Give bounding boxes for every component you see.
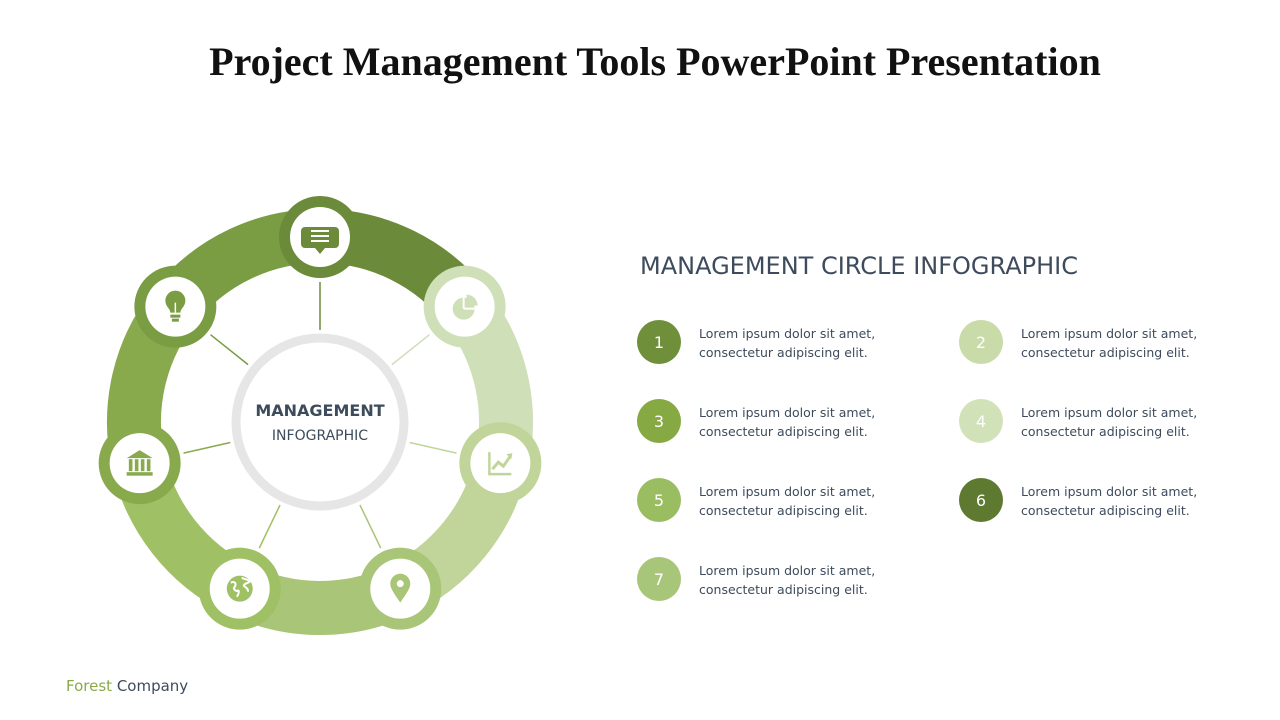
item-line-1: Lorem ipsum dolor sit amet,: [699, 405, 876, 420]
center-subtitle: INFOGRAPHIC: [271, 428, 369, 444]
item-line-1: Lorem ipsum dolor sit amet,: [1021, 405, 1198, 420]
item-line-1: Lorem ipsum dolor sit amet,: [699, 326, 876, 341]
diagram-node: [134, 265, 217, 348]
item-line-1: Lorem ipsum dolor sit amet,: [699, 563, 876, 578]
item-line-1: Lorem ipsum dolor sit amet,: [1021, 326, 1198, 341]
number-badge: 1: [637, 320, 681, 364]
center-title: MANAGEMENT: [255, 401, 385, 420]
management-circle-diagram: [98, 196, 542, 635]
item-line-1: Lorem ipsum dolor sit amet,: [1021, 484, 1198, 499]
number-badge: 4: [959, 399, 1003, 443]
line-chart-icon: [488, 452, 513, 476]
number-badge: 7: [637, 557, 681, 601]
lightbulb-icon: [165, 290, 186, 322]
item-description: Lorem ipsum dolor sit amet, consectetur …: [1021, 403, 1261, 441]
spoke-line: [409, 441, 457, 454]
brand-part-2: Company: [112, 677, 189, 695]
item-line-2: consectetur adipiscing elit.: [1021, 503, 1190, 518]
item-line-2: consectetur adipiscing elit.: [1021, 424, 1190, 439]
spoke-line: [391, 334, 430, 366]
list-item: 6 Lorem ipsum dolor sit amet, consectetu…: [959, 478, 1259, 524]
item-line-2: consectetur adipiscing elit.: [699, 582, 868, 597]
item-line-2: consectetur adipiscing elit.: [1021, 345, 1190, 360]
list-item: 7 Lorem ipsum dolor sit amet, consectetu…: [637, 557, 937, 603]
list-item: 5 Lorem ipsum dolor sit amet, consectetu…: [637, 478, 937, 524]
number-badge: 2: [959, 320, 1003, 364]
spoke-line: [258, 504, 281, 549]
item-description: Lorem ipsum dolor sit amet, consectetur …: [699, 561, 939, 599]
item-line-2: consectetur adipiscing elit.: [699, 345, 868, 360]
list-item: 1 Lorem ipsum dolor sit amet, consectetu…: [637, 320, 937, 366]
diagram-node: [98, 422, 181, 505]
number-badge: 3: [637, 399, 681, 443]
list-item: 4 Lorem ipsum dolor sit amet, consectetu…: [959, 399, 1259, 445]
list-item: 2 Lorem ipsum dolor sit amet, consectetu…: [959, 320, 1259, 366]
number-badge: 5: [637, 478, 681, 522]
item-line-2: consectetur adipiscing elit.: [699, 424, 868, 439]
item-description: Lorem ipsum dolor sit amet, consectetur …: [699, 403, 939, 441]
number-badge: 6: [959, 478, 1003, 522]
item-description: Lorem ipsum dolor sit amet, consectetur …: [1021, 482, 1261, 520]
item-line-1: Lorem ipsum dolor sit amet,: [699, 484, 876, 499]
footer-brand: Forest Company: [66, 677, 188, 695]
item-line-2: consectetur adipiscing elit.: [699, 503, 868, 518]
item-description: Lorem ipsum dolor sit amet, consectetur …: [699, 324, 939, 362]
location-pin-icon: [390, 573, 411, 603]
speech-bubble-icon: [301, 227, 339, 254]
node-face: [109, 433, 170, 494]
diagram-node: [198, 547, 281, 630]
diagram-node: [279, 196, 361, 278]
brand-part-1: Forest: [66, 677, 113, 695]
diagram-node: [359, 547, 442, 630]
globe-icon: [226, 575, 253, 602]
spoke-line: [359, 504, 382, 549]
spoke-line: [210, 334, 249, 366]
bank-icon: [126, 450, 153, 476]
slide-title: Project Management Tools PowerPoint Pres…: [209, 39, 1101, 84]
diagram-node: [459, 422, 542, 505]
list-item: 3 Lorem ipsum dolor sit amet, consectetu…: [637, 399, 937, 445]
spoke-line: [183, 441, 231, 454]
diagram-node: [423, 265, 506, 348]
center-circle: [231, 333, 409, 511]
item-description: Lorem ipsum dolor sit amet, consectetur …: [699, 482, 939, 520]
item-description: Lorem ipsum dolor sit amet, consectetur …: [1021, 324, 1261, 362]
pie-chart-icon: [452, 294, 478, 320]
section-heading: MANAGEMENT CIRCLE INFOGRAPHIC: [640, 252, 1078, 280]
